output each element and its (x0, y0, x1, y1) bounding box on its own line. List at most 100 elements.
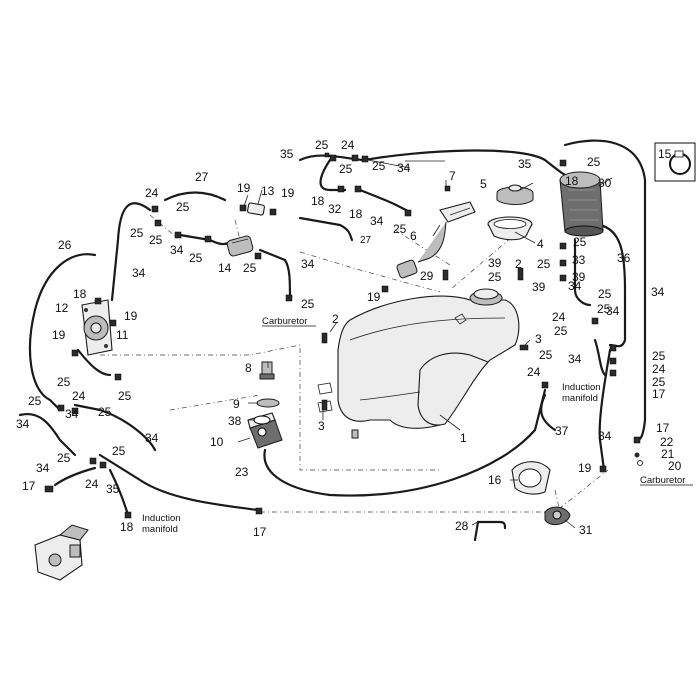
svg-text:31: 31 (579, 523, 593, 537)
svg-text:19: 19 (124, 309, 138, 323)
svg-text:18: 18 (73, 287, 87, 301)
clip-callout-box: 15 (654, 142, 696, 182)
pump-filter (256, 398, 280, 408)
svg-text:34: 34 (16, 417, 30, 431)
svg-text:35: 35 (280, 147, 294, 161)
svg-text:34: 34 (370, 214, 384, 228)
svg-text:18: 18 (120, 520, 134, 534)
svg-text:39: 39 (572, 270, 586, 284)
svg-text:17: 17 (253, 525, 267, 539)
svg-text:25: 25 (28, 394, 42, 408)
svg-text:19: 19 (52, 328, 66, 342)
svg-text:12: 12 (55, 301, 69, 315)
svg-text:34: 34 (170, 243, 184, 257)
fuel-filter (226, 235, 254, 257)
svg-text:18: 18 (565, 174, 579, 188)
svg-text:5: 5 (480, 177, 487, 191)
leader-lines (237, 159, 613, 529)
svg-text:3: 3 (535, 332, 542, 346)
svg-text:23: 23 (235, 465, 249, 479)
svg-text:22: 22 (660, 435, 674, 449)
svg-text:36: 36 (617, 251, 631, 265)
svg-text:34: 34 (397, 161, 411, 175)
svg-text:25: 25 (339, 162, 353, 176)
svg-text:34: 34 (568, 352, 582, 366)
svg-text:16: 16 (488, 473, 502, 487)
svg-text:24: 24 (145, 186, 159, 200)
svg-text:25: 25 (243, 261, 257, 275)
induction-label-right-1: Induction (562, 382, 601, 393)
svg-text:25: 25 (57, 375, 71, 389)
svg-text:34: 34 (36, 461, 50, 475)
induction-label-left-1: Induction (142, 513, 181, 524)
text-labels: Carburetor Induction manifold Induction … (142, 316, 693, 535)
svg-text:25: 25 (393, 222, 407, 236)
svg-text:35: 35 (518, 157, 532, 171)
svg-text:24: 24 (527, 365, 541, 379)
svg-text:25: 25 (537, 257, 551, 271)
svg-text:25: 25 (598, 287, 612, 301)
svg-text:7: 7 (449, 169, 456, 183)
svg-text:28: 28 (455, 519, 469, 533)
svg-text:20: 20 (668, 459, 682, 473)
carburetor-label-left: Carburetor (262, 316, 307, 327)
svg-text:21: 21 (661, 447, 675, 461)
fuel-hoses (18, 139, 647, 542)
svg-text:24: 24 (72, 389, 86, 403)
induction-label-right-2: manifold (562, 393, 598, 404)
svg-text:35: 35 (106, 482, 120, 496)
mounting-bracket (511, 461, 551, 495)
callout-15: 15 (658, 147, 672, 161)
svg-text:24: 24 (652, 362, 666, 376)
svg-text:25: 25 (118, 389, 132, 403)
induction-manifold-sketch (34, 524, 89, 581)
svg-text:6: 6 (410, 229, 417, 243)
hose-clamps (44, 152, 643, 519)
svg-text:30: 30 (598, 176, 612, 190)
svg-text:19: 19 (367, 290, 381, 304)
svg-text:2: 2 (515, 257, 522, 271)
svg-text:27: 27 (360, 235, 372, 246)
svg-text:34: 34 (145, 431, 159, 445)
svg-text:27: 27 (195, 170, 209, 184)
svg-text:18: 18 (311, 194, 325, 208)
svg-text:19: 19 (237, 181, 251, 195)
svg-text:25: 25 (112, 444, 126, 458)
svg-text:25: 25 (372, 159, 386, 173)
vapor-canister (559, 171, 604, 237)
svg-text:1: 1 (460, 431, 467, 445)
svg-text:10: 10 (210, 435, 224, 449)
svg-text:38: 38 (228, 414, 242, 428)
svg-text:25: 25 (597, 302, 611, 316)
pump-gasket (253, 415, 271, 425)
svg-text:2: 2 (332, 312, 339, 326)
check-valve (247, 202, 265, 216)
assembly-dash-lines (100, 214, 609, 513)
svg-text:24: 24 (552, 310, 566, 324)
svg-text:34: 34 (651, 285, 665, 299)
svg-text:24: 24 (341, 138, 355, 152)
svg-text:9: 9 (233, 397, 240, 411)
svg-text:14: 14 (218, 261, 232, 275)
induction-label-left-2: manifold (142, 524, 178, 535)
svg-text:13: 13 (261, 184, 275, 198)
svg-text:17: 17 (656, 421, 670, 435)
svg-text:25: 25 (301, 297, 315, 311)
svg-text:24: 24 (85, 477, 99, 491)
fuel-pump (81, 299, 113, 356)
fuel-tap (544, 506, 571, 526)
svg-text:4: 4 (537, 237, 544, 251)
pump-connector (259, 361, 275, 380)
svg-text:39: 39 (488, 256, 502, 270)
svg-text:34: 34 (568, 279, 582, 293)
svg-text:19: 19 (281, 186, 295, 200)
svg-text:17: 17 (22, 479, 36, 493)
carburetor-label-right: Carburetor (640, 475, 685, 486)
svg-text:32: 32 (328, 202, 342, 216)
svg-text:25: 25 (57, 451, 71, 465)
svg-text:34: 34 (301, 257, 315, 271)
svg-text:29: 29 (420, 269, 434, 283)
svg-text:25: 25 (98, 405, 112, 419)
svg-text:33: 33 (572, 253, 586, 267)
